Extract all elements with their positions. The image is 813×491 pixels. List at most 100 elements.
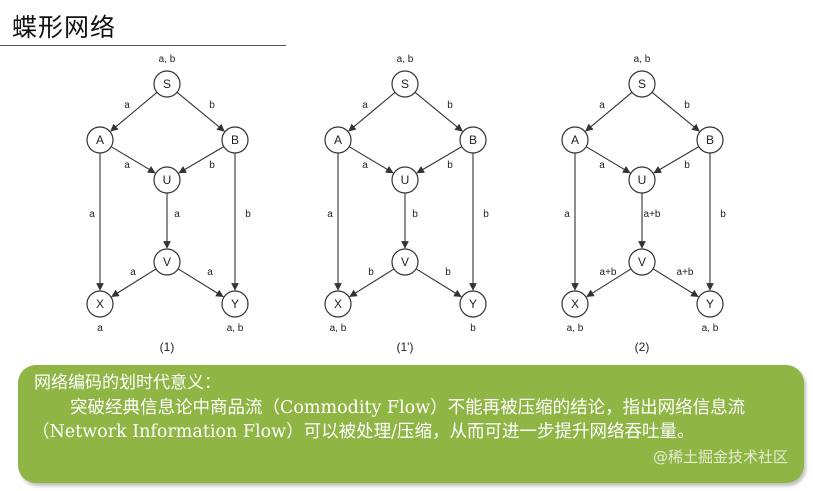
title-underline <box>0 45 286 46</box>
node-label: S <box>638 77 646 91</box>
edge-label: b <box>684 160 690 171</box>
edge-label: b <box>445 267 451 278</box>
edge-label: a+b <box>677 267 694 278</box>
edge-label: b <box>209 100 215 111</box>
node-a <box>561 126 589 154</box>
edge-v-x <box>349 268 395 298</box>
node-y <box>696 290 724 318</box>
y-received-label: b <box>470 323 476 334</box>
edge-b-u <box>416 146 463 174</box>
node-label: B <box>231 133 239 147</box>
x-received-label: a <box>97 323 103 334</box>
edge-label: a <box>599 160 605 171</box>
edge-label: a <box>327 209 333 220</box>
edge-label: b <box>209 160 215 171</box>
node-label: S <box>163 77 171 91</box>
node-s <box>153 70 181 98</box>
node-label: Y <box>469 297 477 311</box>
node-label: A <box>571 133 579 147</box>
edge-label: b <box>447 100 453 111</box>
node-label: X <box>571 297 579 311</box>
edge-a-u <box>110 146 156 174</box>
edge-label: b <box>368 267 374 278</box>
node-u <box>628 166 656 194</box>
edge-label: a <box>174 209 180 220</box>
node-a <box>86 126 114 154</box>
edge-label: b <box>412 209 418 220</box>
node-x <box>86 290 114 318</box>
node-label: U <box>401 173 410 187</box>
edge-s-a <box>348 91 396 132</box>
node-u <box>391 166 419 194</box>
node-label: A <box>334 133 342 147</box>
edge-v-y <box>415 268 462 298</box>
node-label: V <box>638 255 646 269</box>
butterfly-network-diagrams: a b a b a b a a a S A B U V X Ya, b a a, b (1) a b a b a b b b b S A B… <box>86 54 726 354</box>
node-label: B <box>706 133 714 147</box>
node-label: B <box>469 133 477 147</box>
x-received-label: a, b <box>567 323 584 334</box>
node-label: V <box>401 255 409 269</box>
edge-b-u <box>653 146 700 174</box>
note-heading: 网络编码的划时代意义： <box>34 373 221 393</box>
node-v <box>153 248 181 276</box>
node-label: X <box>96 297 104 311</box>
edge-s-b <box>176 91 225 132</box>
node-y <box>221 290 249 318</box>
watermark: @稀土掘金技术社区 <box>652 448 788 466</box>
edge-a-u <box>348 146 394 174</box>
edge-label: a <box>362 100 368 111</box>
edge-label: a <box>564 209 570 220</box>
node-label: Y <box>706 297 714 311</box>
node-b <box>459 126 487 154</box>
node-label: U <box>638 173 647 187</box>
node-x <box>324 290 352 318</box>
edge-label: a <box>362 160 368 171</box>
node-u <box>153 166 181 194</box>
node-label: S <box>401 77 409 91</box>
edge-label: b <box>684 100 690 111</box>
slide-title: 蝶形网络 <box>12 13 117 42</box>
graph-caption: (1) <box>160 340 175 354</box>
edge-v-y <box>177 268 224 298</box>
source-label: a, b <box>397 54 414 65</box>
edge-label: a <box>130 267 136 278</box>
graph-caption: (1') <box>397 340 414 354</box>
node-y <box>459 290 487 318</box>
node-label: X <box>334 297 342 311</box>
source-label: a, b <box>159 54 176 65</box>
node-b <box>221 126 249 154</box>
note-body: 突破经典信息论中商品流（Commodity Flow）不能再被压缩的结论，指出网… <box>32 398 746 442</box>
y-received-label: a, b <box>702 323 719 334</box>
edge-label: b <box>720 209 726 220</box>
edge-s-a <box>110 91 158 132</box>
node-label: V <box>163 255 171 269</box>
node-v <box>628 248 656 276</box>
edge-label: b <box>447 160 453 171</box>
edge-s-b <box>651 91 700 132</box>
y-received-label: a, b <box>227 323 244 334</box>
node-s <box>391 70 419 98</box>
note-box: 网络编码的划时代意义： 突破经典信息论中商品流（Commodity Flow）不… <box>18 365 804 483</box>
edge-s-a <box>585 91 633 132</box>
edge-v-x <box>111 268 157 298</box>
node-label: A <box>96 133 104 147</box>
node-label: U <box>163 173 172 187</box>
edge-label: a <box>89 209 95 220</box>
edge-b-u <box>178 146 225 174</box>
edge-label: b <box>483 209 489 220</box>
node-v <box>391 248 419 276</box>
edge-label: a <box>207 267 213 278</box>
x-received-label: a, b <box>330 323 347 334</box>
node-label: Y <box>231 297 239 311</box>
source-label: a, b <box>634 54 651 65</box>
edge-label: a+b <box>600 267 617 278</box>
graph-2: a b a b a b b b b S A B U V X Ya, b a, b b (1') <box>324 54 489 354</box>
edge-label: a <box>124 160 130 171</box>
graph-caption: (2) <box>635 340 650 354</box>
node-b <box>696 126 724 154</box>
edge-label: a <box>599 100 605 111</box>
edge-label: a <box>124 100 130 111</box>
